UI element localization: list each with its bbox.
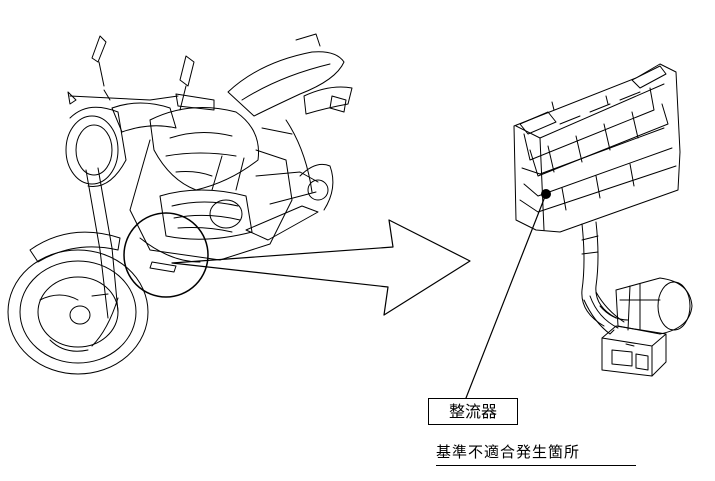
front-cowl — [111, 102, 177, 133]
rectifier-illustration — [513, 63, 681, 233]
fuel-tank — [149, 107, 260, 191]
motorcycle-illustration — [7, 33, 353, 375]
defect-location-note: 基準不適合発生箇所 — [436, 440, 636, 466]
front-forks — [85, 167, 119, 319]
engine-frame — [129, 139, 319, 263]
handlebar-mirrors — [67, 35, 215, 111]
leader-line — [465, 193, 547, 399]
seat — [227, 51, 345, 117]
magnifier-circle — [123, 212, 209, 298]
tail-section — [295, 33, 353, 115]
front-fender — [29, 231, 121, 263]
part-name-label: 整流器 — [428, 398, 518, 425]
rectangular-connector — [601, 325, 667, 377]
magnify-arrow — [171, 219, 471, 316]
rear-assembly — [245, 119, 334, 241]
round-connector — [615, 277, 693, 335]
cable-harness — [581, 221, 629, 335]
headlight — [65, 106, 127, 187]
footpeg — [149, 261, 177, 273]
